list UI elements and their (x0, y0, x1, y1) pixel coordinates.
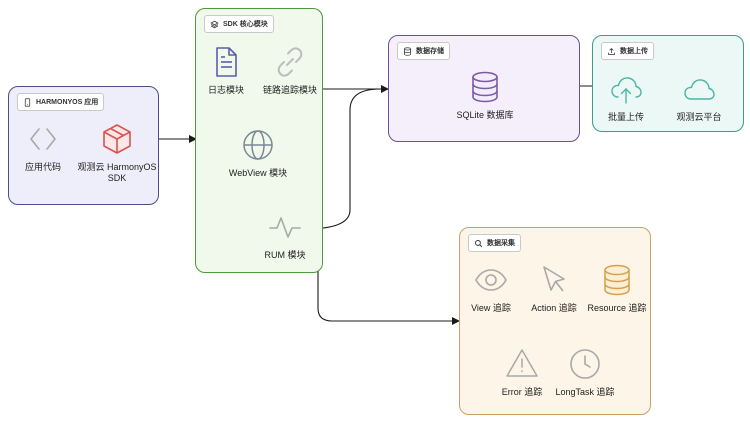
harmonyos-app-group: HARMONYOS 应用 (8, 86, 159, 205)
view-tracking-node: View 追踪 (451, 263, 531, 314)
layers-icon (210, 20, 219, 28)
rum-module-label: RUM 模块 (264, 250, 306, 260)
link-icon (277, 47, 303, 77)
sdk-core-tag: SDK 核心模块 (204, 15, 274, 33)
harmonyos-app-title: HARMONYOS 应用 (36, 99, 99, 106)
cloud-platform-node: 观测云平台 (659, 72, 739, 123)
action-tracking-node: Action 追踪 (514, 263, 594, 314)
data-storage-title: 数据存储 (416, 48, 444, 55)
trace-module-label: 链路追踪模块 (262, 85, 317, 95)
edge-rum-to-sqlite (304, 85, 454, 230)
error-tracking-node: Error 追踪 (482, 347, 562, 398)
error-tracking-label: Error 追踪 (501, 387, 543, 397)
log-module-node: 日志模块 (186, 45, 266, 96)
webview-module-node: WebView 模块 (218, 128, 298, 179)
eye-icon (475, 269, 507, 291)
code-brackets-icon (30, 128, 56, 150)
activity-pulse-icon (269, 217, 301, 238)
data-upload-title: 数据上传 (620, 48, 648, 55)
harmonyos-sdk-node: 观测云 HarmonyOS SDK (77, 122, 157, 184)
app-code-node: 应用代码 (3, 122, 83, 173)
log-module-label: 日志模块 (207, 85, 244, 95)
data-collection-group: 数据采集 (459, 227, 651, 415)
data-upload-tag: 数据上传 (601, 42, 654, 60)
database-icon (404, 46, 411, 56)
app-code-label: 应用代码 (24, 162, 61, 172)
data-upload-group: 数据上传 (592, 35, 744, 132)
sqlite-node: SQLite 数据库 (445, 70, 525, 121)
harmonyos-sdk-label: 观测云 HarmonyOS SDK (77, 162, 157, 183)
database-icon (472, 71, 498, 103)
action-tracking-label: Action 追踪 (531, 303, 577, 313)
cloud-platform-label: 观测云平台 (676, 112, 722, 122)
rum-module-node: RUM 模块 (245, 210, 325, 261)
search-icon (475, 239, 483, 247)
harmonyos-app-tag: HARMONYOS 应用 (17, 93, 105, 111)
cloud-upload-icon (611, 77, 642, 104)
trace-module-node: 链路追踪模块 (250, 45, 330, 96)
globe-icon (243, 130, 273, 160)
batch-upload-label: 批量上传 (607, 112, 644, 122)
database-icon (604, 264, 630, 296)
view-tracking-label: View 追踪 (471, 303, 511, 313)
sqlite-label: SQLite 数据库 (456, 110, 514, 120)
resource-tracking-label: Resource 追踪 (587, 303, 647, 313)
batch-upload-node: 批量上传 (586, 72, 666, 123)
edge-rum-to-collection (304, 228, 460, 325)
phone-icon (24, 97, 31, 107)
data-storage-tag: 数据存储 (397, 42, 450, 60)
cloud-icon (684, 79, 715, 100)
package-box-icon (103, 124, 131, 154)
alert-triangle-icon (506, 349, 538, 377)
resource-tracking-node: Resource 追踪 (577, 263, 657, 314)
clock-icon (570, 349, 600, 379)
webview-module-label: WebView 模块 (228, 168, 288, 178)
data-collection-tag: 数据采集 (468, 234, 521, 252)
cursor-pointer-icon (543, 266, 565, 292)
longtask-tracking-node: LongTask 追踪 (545, 347, 625, 398)
sdk-core-title: SDK 核心模块 (223, 21, 268, 28)
file-text-icon (216, 47, 237, 77)
data-collection-title: 数据采集 (487, 240, 515, 247)
upload-icon (608, 47, 615, 55)
longtask-tracking-label: LongTask 追踪 (555, 387, 615, 397)
